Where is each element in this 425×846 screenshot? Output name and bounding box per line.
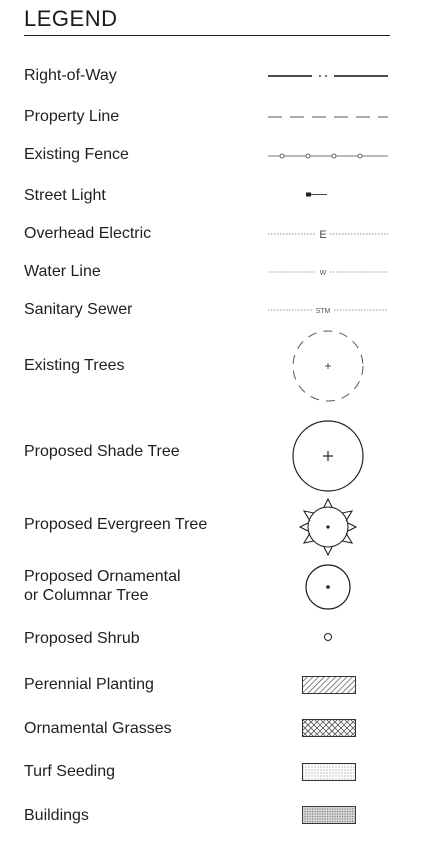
legend-label-overhead-electric: Overhead Electric: [24, 225, 152, 242]
existing-fence-icon: [268, 153, 388, 159]
legend-label-proposed-ornamental: Proposed Ornamental or Columnar Tree: [24, 567, 181, 605]
water-line-icon: W: [268, 270, 388, 277]
shrub-icon: [324, 633, 332, 641]
property-line-icon: [268, 116, 388, 118]
legend-label-sanitary-sewer: Sanitary Sewer: [24, 301, 133, 318]
street-light-icon: [306, 192, 327, 197]
legend-label-proposed-shrub: Proposed Shrub: [24, 630, 140, 647]
buildings-icon: [302, 806, 356, 824]
legend-label-proposed-evergreen-tree: Proposed Evergreen Tree: [24, 516, 208, 533]
legend-label-line-1: Proposed Ornamental: [24, 568, 181, 585]
legend-label-buildings: Buildings: [24, 807, 89, 824]
overhead-electric-icon: E: [268, 229, 388, 241]
evergreen-tree-icon: [298, 497, 358, 557]
legend-label-proposed-shade-tree: Proposed Shade Tree: [24, 443, 180, 460]
legend-label-street-light: Street Light: [24, 187, 106, 204]
shade-tree-icon: [292, 420, 364, 492]
legend-title-rule: [24, 35, 390, 36]
sanitary-sewer-symbol-letters: STM: [316, 308, 331, 315]
legend-label-ornamental-grasses: Ornamental Grasses: [24, 720, 172, 737]
perennial-planting-icon: [302, 676, 356, 694]
legend-title: LEGEND: [24, 6, 118, 31]
legend-label-turf-seeding: Turf Seeding: [24, 763, 116, 780]
legend-label-property-line: Property Line: [24, 108, 120, 125]
ornamental-grasses-icon: [302, 719, 356, 737]
legend-label-right-of-way: Right-of-Way: [24, 67, 117, 84]
legend-label-existing-trees: Existing Trees: [24, 357, 125, 374]
legend-label-existing-fence: Existing Fence: [24, 146, 129, 163]
existing-tree-icon: [292, 330, 364, 402]
water-line-symbol-letters: W: [320, 270, 327, 277]
sanitary-sewer-icon: STM: [268, 308, 388, 315]
right-of-way-line-icon: [268, 75, 388, 77]
ornamental-tree-icon: [305, 564, 351, 610]
turf-seeding-icon: [302, 763, 356, 781]
legend-label-water-line: Water Line: [24, 263, 101, 280]
legend-label-perennial-planting: Perennial Planting: [24, 676, 154, 693]
legend-label-line-2: or Columnar Tree: [24, 587, 149, 604]
overhead-electric-symbol-letter: E: [319, 229, 326, 241]
